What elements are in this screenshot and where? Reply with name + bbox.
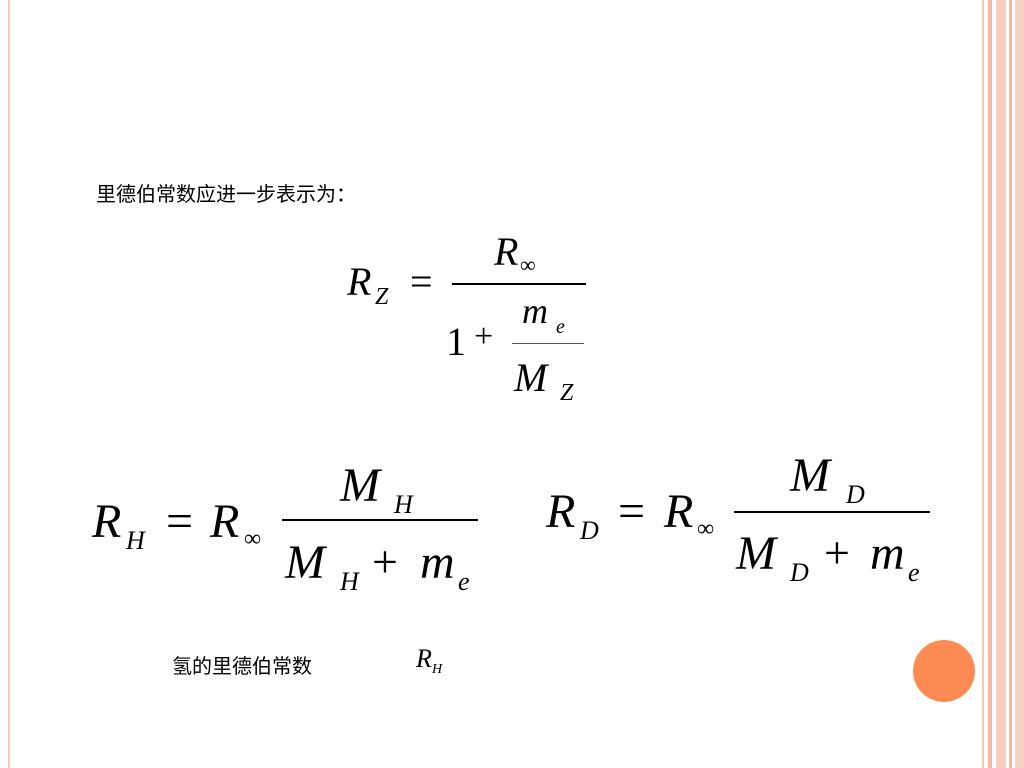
rd-denominator-a: M [736,527,776,580]
rh-denominator-plus: + [372,536,398,587]
decorative-side-stripes [982,0,1024,768]
caption-symbol-r: R [416,644,432,673]
rd-denominator-b: m [870,527,905,580]
rz-inner-numerator-sub: e [556,316,565,338]
decorative-circle [913,640,975,702]
rd-numerator: M [790,449,830,502]
rz-inner-numerator: m [522,291,548,331]
rd-equals: = [618,485,646,538]
slide-frame [8,0,982,768]
rh-denominator-a: M [285,536,325,589]
rz-inner-denominator: M [514,355,548,400]
rz-one: 1 [446,319,466,364]
rh-equals: = [166,495,194,548]
rz-plus: + [474,318,494,355]
rz-inner-denominator-sub: Z [560,380,574,406]
rh-coefficient-sub: ∞ [244,526,262,552]
rd-lhs-sub: D [580,516,599,545]
rh-numerator-sub: H [394,490,413,519]
rd-denominator-a-sub: D [790,558,809,587]
rd-denominator-b-sub: e [908,558,920,587]
caption-text: 氢的里德伯常数 [172,654,312,678]
rd-coefficient-sub: ∞ [697,516,715,542]
rz-equals: = [410,259,433,304]
rh-lhs-sub: H [126,526,145,555]
rd-numerator-sub: D [846,480,865,509]
rz-main-fraction-bar [452,283,586,285]
rz-lhs-sub: Z [375,284,389,310]
rh-fraction-bar [282,519,478,521]
rh-lhs: R [92,495,122,548]
rd-denominator-plus: + [824,527,850,578]
rz-lhs: R [347,259,372,304]
rz-numerator-sub: ∞ [520,252,536,277]
rh-coefficient: R [210,495,240,548]
rh-denominator-b: m [420,536,455,589]
rd-coefficient: R [664,485,694,538]
rh-denominator-b-sub: e [458,567,470,596]
slide-heading: 里德伯常数应进一步表示为： [96,182,356,206]
rh-denominator-a-sub: H [340,567,359,596]
rd-lhs: R [546,485,576,538]
caption-symbol-sub: H [432,662,443,677]
rd-fraction-bar [734,511,930,513]
rz-numerator: R [494,229,519,274]
rz-inner-fraction-bar [512,343,584,344]
rh-numerator: M [340,459,380,512]
